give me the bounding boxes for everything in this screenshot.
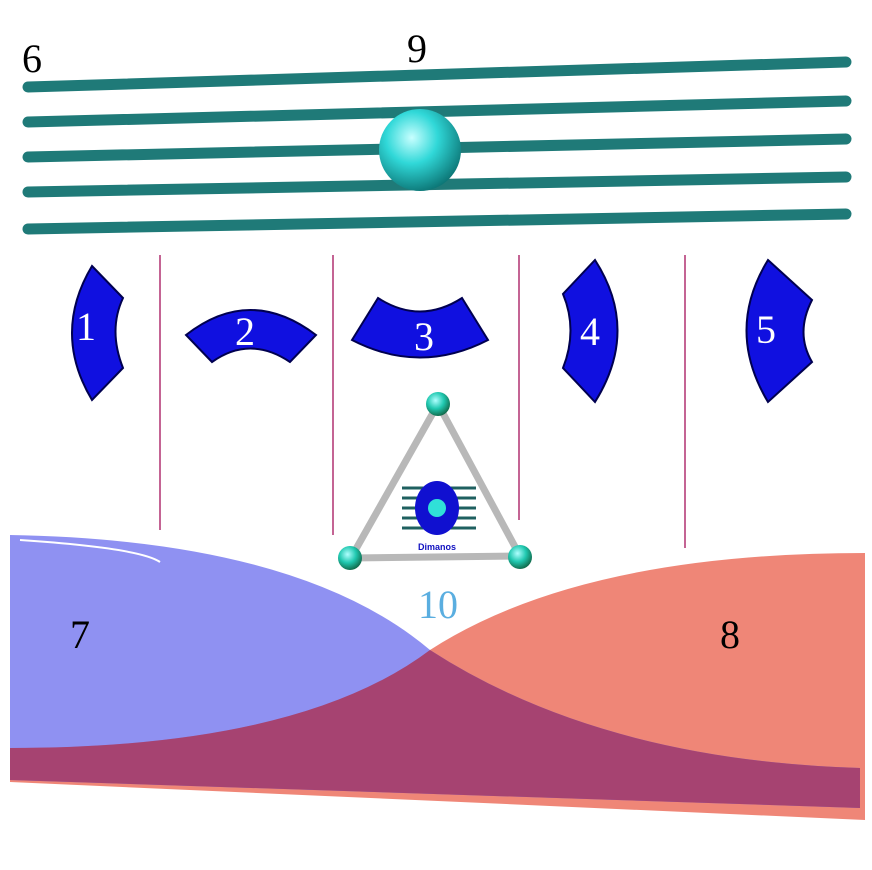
- logo-text: Dimanos: [418, 542, 456, 552]
- label-piece-4: 4: [580, 309, 600, 354]
- rod: [22, 208, 852, 235]
- label-piece-2: 2: [235, 309, 255, 354]
- dimanos-logo: Dimanos: [338, 392, 532, 570]
- rod: [22, 56, 852, 93]
- piece-2: [184, 309, 318, 364]
- separators: [159, 255, 686, 548]
- label-ball: 9: [407, 26, 427, 71]
- piece-5: [745, 258, 814, 404]
- rod: [22, 95, 852, 128]
- label-piece-5: 5: [756, 307, 776, 352]
- ball: [379, 109, 461, 191]
- label-center: 10: [418, 582, 458, 627]
- piece-1: [71, 264, 125, 402]
- left-region-highlight: [19, 539, 161, 563]
- overlap-region: [10, 650, 860, 808]
- label-rods: 6: [22, 36, 42, 81]
- label-piece-3: 3: [414, 314, 434, 359]
- piece-4: [561, 258, 619, 404]
- label-right-region: 8: [720, 612, 740, 657]
- label-piece-1: 1: [76, 304, 96, 349]
- label-left-region: 7: [70, 612, 90, 657]
- piece-3: [350, 296, 490, 359]
